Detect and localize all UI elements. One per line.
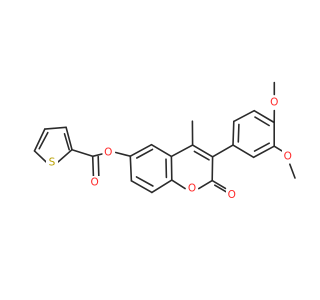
bond-ester-co	[91, 155, 95, 180]
bond-dmp-5	[252, 145, 276, 159]
atom-label-o-methoxy-mid: O	[284, 151, 292, 163]
bond-benz-5	[130, 180, 153, 194]
atom-o-ester: O	[102, 146, 114, 159]
bond-dmp-1	[232, 120, 235, 146]
bond-pyran-2	[191, 144, 214, 158]
bond-benz-4	[151, 179, 173, 194]
bond-dmp-5-double	[253, 142, 271, 152]
bond-thiophene-1-double	[38, 131, 49, 150]
bond-thiophene-5	[33, 150, 48, 163]
bond-ester-co-single	[91, 153, 103, 158]
atom-label-o-ester: O	[104, 147, 112, 159]
atom-o-ring: O	[186, 182, 198, 195]
bond-dmp-3	[253, 109, 276, 124]
bond-thiophene-1	[33, 128, 46, 152]
atom-labels: O O O O S O O	[46, 96, 294, 202]
bond-ester-co-double	[97, 155, 100, 180]
bond-benz-6	[129, 155, 133, 182]
bond-pyran-1	[170, 144, 194, 158]
bond-dmp-1-double	[237, 123, 240, 143]
atom-o-methoxy-mid: O	[282, 150, 294, 163]
bond-dmp-2	[233, 109, 255, 123]
bond-benz-2	[150, 143, 173, 158]
bond-dmp-6	[232, 144, 255, 159]
bond-aryl-link	[211, 144, 234, 158]
atom-o-lactone: O	[226, 188, 238, 202]
bonds	[33, 81, 296, 194]
bond-thiophene-3	[65, 126, 73, 151]
bond-pyran-5	[171, 179, 186, 190]
bond-thiophene-carbonyl	[71, 148, 94, 158]
chemical-structure-diagram: O O O O S O O	[33, 81, 296, 202]
atom-s-thiophene: S	[46, 155, 58, 169]
bond-dmp-3-double	[254, 116, 270, 127]
bond-pyran-2-double	[193, 150, 210, 161]
bond-thiophene-3-double	[63, 133, 70, 151]
bond-thiophene-2	[43, 126, 67, 130]
atom-label-o-methoxy-top: O	[270, 97, 278, 109]
bond-thiophene-4	[57, 148, 73, 163]
atom-label-o-carbonyl-ester: O	[90, 177, 98, 189]
bond-ome-mid-2	[288, 163, 296, 179]
bond-ester-o-aryl	[115, 151, 132, 157]
bond-lactone-co	[211, 179, 227, 190]
bond-benz-1	[129, 143, 153, 157]
atom-label-o-ring: O	[188, 183, 196, 195]
atom-label-s-thiophene: S	[49, 156, 56, 168]
bond-pyran-4	[198, 179, 213, 190]
bond-benz-5-double	[135, 176, 154, 187]
atom-o-carbonyl-ester: O	[88, 176, 101, 189]
bond-benz-1-double	[136, 148, 154, 159]
atom-label-o-lactone: O	[228, 189, 236, 201]
atom-o-methoxy-top: O	[268, 96, 280, 109]
